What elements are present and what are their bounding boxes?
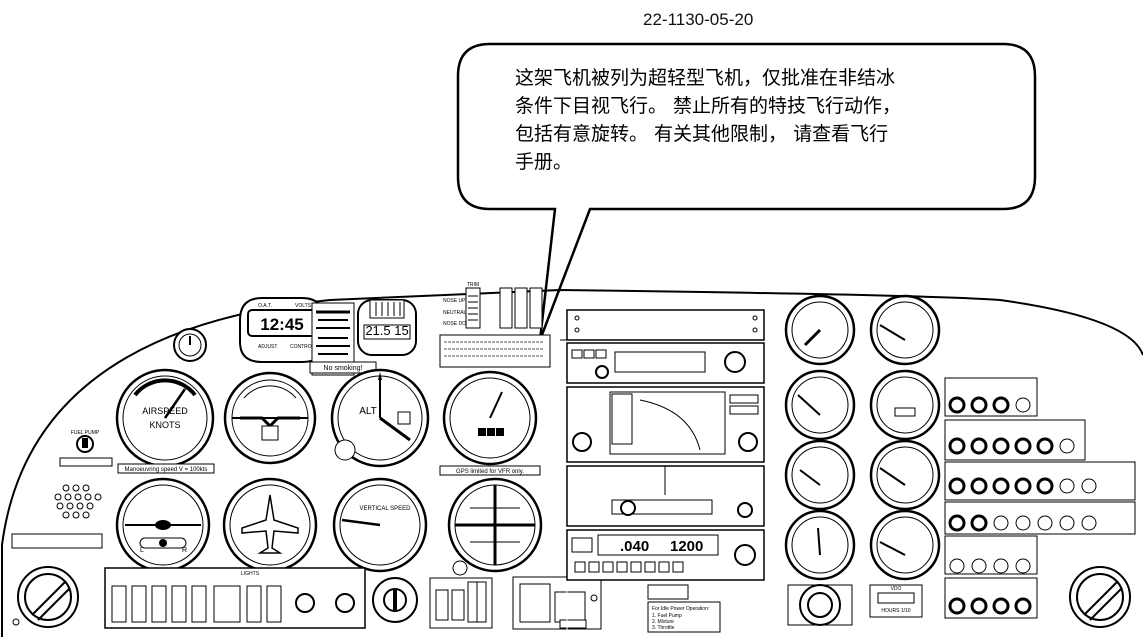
panel-label: AIRSPEED xyxy=(142,406,188,416)
panel-label: For Idle Power Operation: xyxy=(652,606,709,612)
fuel-switches xyxy=(429,577,493,629)
panel-label: VERTICAL SPEED xyxy=(359,506,411,512)
turn-coordinator: L R xyxy=(115,477,211,573)
circuit-breaker-panels xyxy=(944,377,1136,619)
panel-label: ADJUST xyxy=(258,344,277,350)
panel-label: ALT xyxy=(359,406,377,417)
callout-line: 包括有意旋转。 有关其他限制， 请查看飞行 xyxy=(515,123,889,145)
right-air-vent xyxy=(1069,566,1131,628)
maneuvering-speed-placard: Manoeuvring speed V = 100kts xyxy=(125,467,208,473)
avionics-stack: .040 1200 xyxy=(566,306,765,637)
suction-gauge xyxy=(173,328,207,362)
gps-placard: GPS limited for VFR only. xyxy=(456,469,524,475)
bottom-switch-panel: LIGHTS xyxy=(104,567,366,629)
panel-label: 2. Mixture xyxy=(652,619,674,625)
fuel-pump-switch: FUEL PUMP xyxy=(59,430,113,467)
panel-label: VDO xyxy=(891,586,902,592)
hsi-indicator xyxy=(447,477,543,576)
panel-label: 1200 xyxy=(670,538,703,555)
callout-line: 手册。 xyxy=(515,151,573,173)
panel-label: NOSE UP xyxy=(443,298,466,304)
callout-line: 条件下目视飞行。 禁止所有的特技飞行动作， xyxy=(515,95,902,117)
speaker-grille xyxy=(54,484,102,519)
panel-label: HOURS 1/10 xyxy=(881,608,910,614)
panel-label: NEUTRAL xyxy=(443,310,467,316)
trim-indicator: NOSE UP NEUTRAL NOSE DOWN TRIM xyxy=(443,282,543,329)
document-id: 22-1130-05-20 xyxy=(643,10,754,29)
panel-label: NOSE DOWN xyxy=(443,321,475,327)
attitude-indicator xyxy=(223,371,317,465)
panel-outline xyxy=(1,288,1143,637)
panel-label: O.A.T. xyxy=(258,303,272,309)
engine-gauges xyxy=(784,294,941,581)
digital-clock: 12:45 O.A.T. VOLTS ADJUST CONTROL xyxy=(239,297,325,363)
panel-label: 3. Throttle xyxy=(652,625,675,631)
callout-bubble xyxy=(456,42,1037,341)
fuel-placard: For Idle Power Operation: 1. Fuel Pump 2… xyxy=(647,584,721,633)
panel-label: 1. Fuel Pump xyxy=(652,613,682,619)
svg-text:FUEL PUMP: FUEL PUMP xyxy=(71,430,100,436)
flap-indicator xyxy=(512,576,602,630)
ignition-switch xyxy=(372,577,418,623)
tachometer xyxy=(442,370,538,466)
hobbs-meter: 21.5 15 xyxy=(357,299,417,356)
panel-label: VOLTS xyxy=(295,303,312,309)
vertical-speed-indicator: VERTICAL SPEED xyxy=(332,477,428,573)
panel-label: 21.5 15 xyxy=(365,323,408,338)
panel-label: L xyxy=(140,547,144,554)
panel-label: CONTROL xyxy=(290,344,315,350)
transponder-code: .040 xyxy=(620,538,649,555)
heading-indicator xyxy=(222,477,318,573)
panel-label: KNOTS xyxy=(149,420,180,430)
panel-label: LIGHTS xyxy=(241,571,260,577)
callout-text: 这架飞机被列为超轻型飞机，仅批准在非结冰 条件下目视飞行。 禁止所有的特技飞行动… xyxy=(515,64,975,176)
panel-label: R xyxy=(182,547,187,554)
no-smoking-placard: No smoking! xyxy=(324,365,363,372)
altimeter: ALT xyxy=(330,368,430,468)
starter-knob xyxy=(787,584,853,626)
panel-label: TRIM xyxy=(467,282,479,288)
callout-line: 这架飞机被列为超轻型飞机，仅批准在非结冰 xyxy=(515,67,896,89)
left-air-vent xyxy=(17,566,79,628)
clock-time: 12:45 xyxy=(260,315,303,334)
hour-meter: VDO HOURS 1/10 xyxy=(869,584,923,618)
airspeed-indicator: AIRSPEED KNOTS xyxy=(115,368,215,468)
